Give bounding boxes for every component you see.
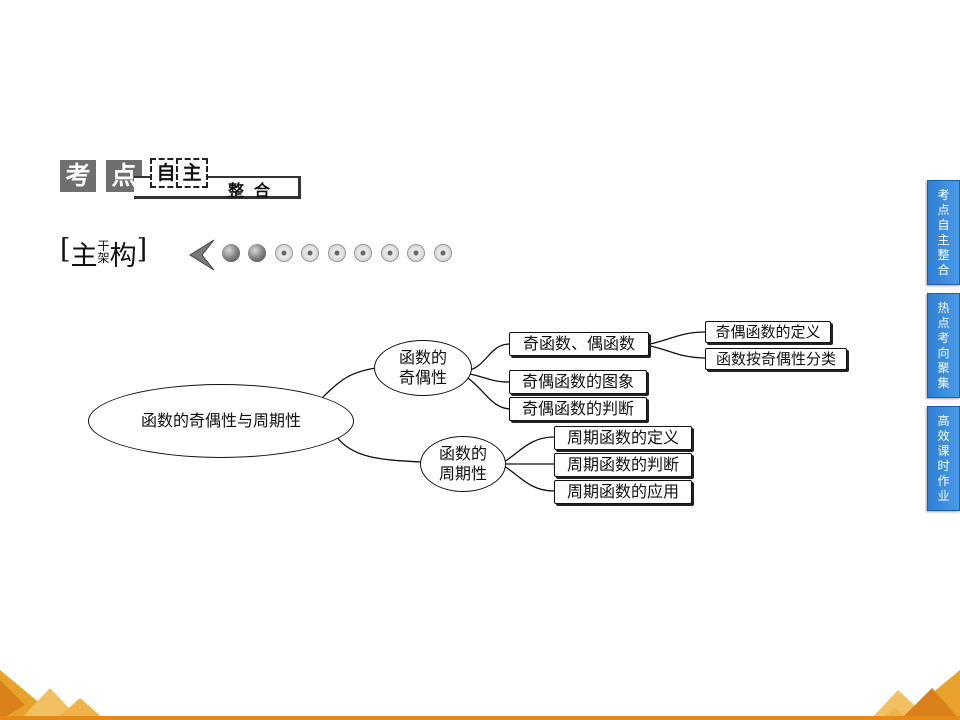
- edge-def-classify: [649, 345, 707, 359]
- nav-char: 合: [937, 262, 950, 277]
- nav-char: 效: [937, 428, 950, 443]
- nav-char: 点: [937, 202, 950, 217]
- edge-period-app: [503, 465, 555, 492]
- bracket-close: ]: [136, 234, 148, 265]
- node-period-application: 周期函数的应用: [554, 480, 692, 504]
- nav-char: 时: [937, 458, 950, 473]
- nav-char: 作: [937, 473, 950, 488]
- nav-key-points[interactable]: 考点自主整合: [927, 180, 960, 285]
- edge-def-definition: [649, 331, 707, 345]
- edge-parity-graph: [469, 373, 511, 383]
- title-char-gou: 构: [109, 241, 137, 272]
- nav-char: 点: [937, 315, 950, 330]
- title-stack: 干架: [98, 240, 110, 264]
- back-arrow-icon: [189, 239, 215, 271]
- dot-1: [222, 244, 240, 262]
- section-title: [主干架构]: [60, 234, 147, 274]
- parity-label-1: 函数的: [398, 348, 447, 367]
- dot-3: [275, 244, 293, 262]
- dot-9: [434, 244, 452, 262]
- dot-2: [248, 244, 266, 262]
- edge-root-parity: [321, 367, 377, 399]
- title-char-zhu: 主: [70, 241, 98, 272]
- dot-7: [381, 244, 399, 262]
- edge-root-period: [335, 435, 423, 463]
- dot-8: [407, 244, 425, 262]
- node-parity-graph: 奇偶函数的图象: [509, 370, 647, 394]
- period-node: 函数的 周期性: [420, 436, 506, 492]
- nav-homework[interactable]: 高效课时作业: [927, 406, 960, 511]
- nav-char: 整: [937, 247, 950, 262]
- badge-char-zhu: 主: [176, 158, 208, 188]
- nav-char: 考: [937, 187, 950, 202]
- nav-char: 主: [937, 232, 950, 247]
- bracket-open: [: [60, 234, 71, 265]
- node-parity-definition: 奇偶函数的定义: [705, 321, 831, 343]
- node-parity-judge: 奇偶函数的判断: [509, 397, 647, 421]
- nav-char: 集: [937, 375, 950, 390]
- nav-char: 聚: [937, 360, 950, 375]
- footer-triangles-left: [0, 670, 105, 720]
- edge-parity-def: [469, 343, 511, 371]
- root-label: 函数的奇偶性与周期性: [140, 411, 301, 430]
- badge-char-kao: 考: [60, 160, 96, 192]
- footer-triangles-right: [870, 670, 960, 720]
- node-period-definition: 周期函数的定义: [554, 426, 692, 450]
- nav-char: 向: [937, 345, 950, 360]
- dot-4: [301, 244, 319, 262]
- period-label-1: 函数的: [438, 444, 487, 463]
- section-badge: 考 点 自 主 整合: [60, 156, 301, 200]
- root-node: 函数的奇偶性与周期性: [88, 384, 354, 458]
- footer-bar: [0, 716, 960, 720]
- parity-label-2: 奇偶性: [398, 368, 447, 387]
- nav-char: 考: [937, 330, 950, 345]
- nav-hot-topics[interactable]: 热点考向聚集: [927, 293, 960, 398]
- nav-char: 业: [937, 488, 950, 503]
- progress-dots: [188, 236, 468, 272]
- nav-char: 自: [937, 217, 950, 232]
- edge-parity-judge: [467, 377, 511, 410]
- nav-char: 热: [937, 300, 950, 315]
- parity-node: 函数的 奇偶性: [374, 340, 472, 396]
- dot-6: [354, 244, 372, 262]
- title-char-gan: 干: [97, 239, 110, 253]
- edge-period-def: [503, 436, 555, 463]
- nav-homework-label: 高效课时作业: [928, 414, 959, 504]
- title-char-jia: 架: [97, 251, 110, 265]
- badge-word: 整合: [228, 181, 281, 200]
- nav-key-points-label: 考点自主整合: [928, 188, 959, 278]
- dot-5: [328, 244, 346, 262]
- nav-char: 高: [937, 413, 950, 428]
- nav-hot-topics-label: 热点考向聚集: [928, 301, 959, 391]
- node-period-judge: 周期函数的判断: [554, 453, 692, 477]
- period-label-2: 周期性: [438, 464, 487, 483]
- node-odd-even-function: 奇函数、偶函数: [509, 332, 649, 356]
- nav-char: 课: [937, 443, 950, 458]
- node-parity-classify: 函数按奇偶性分类: [705, 348, 847, 370]
